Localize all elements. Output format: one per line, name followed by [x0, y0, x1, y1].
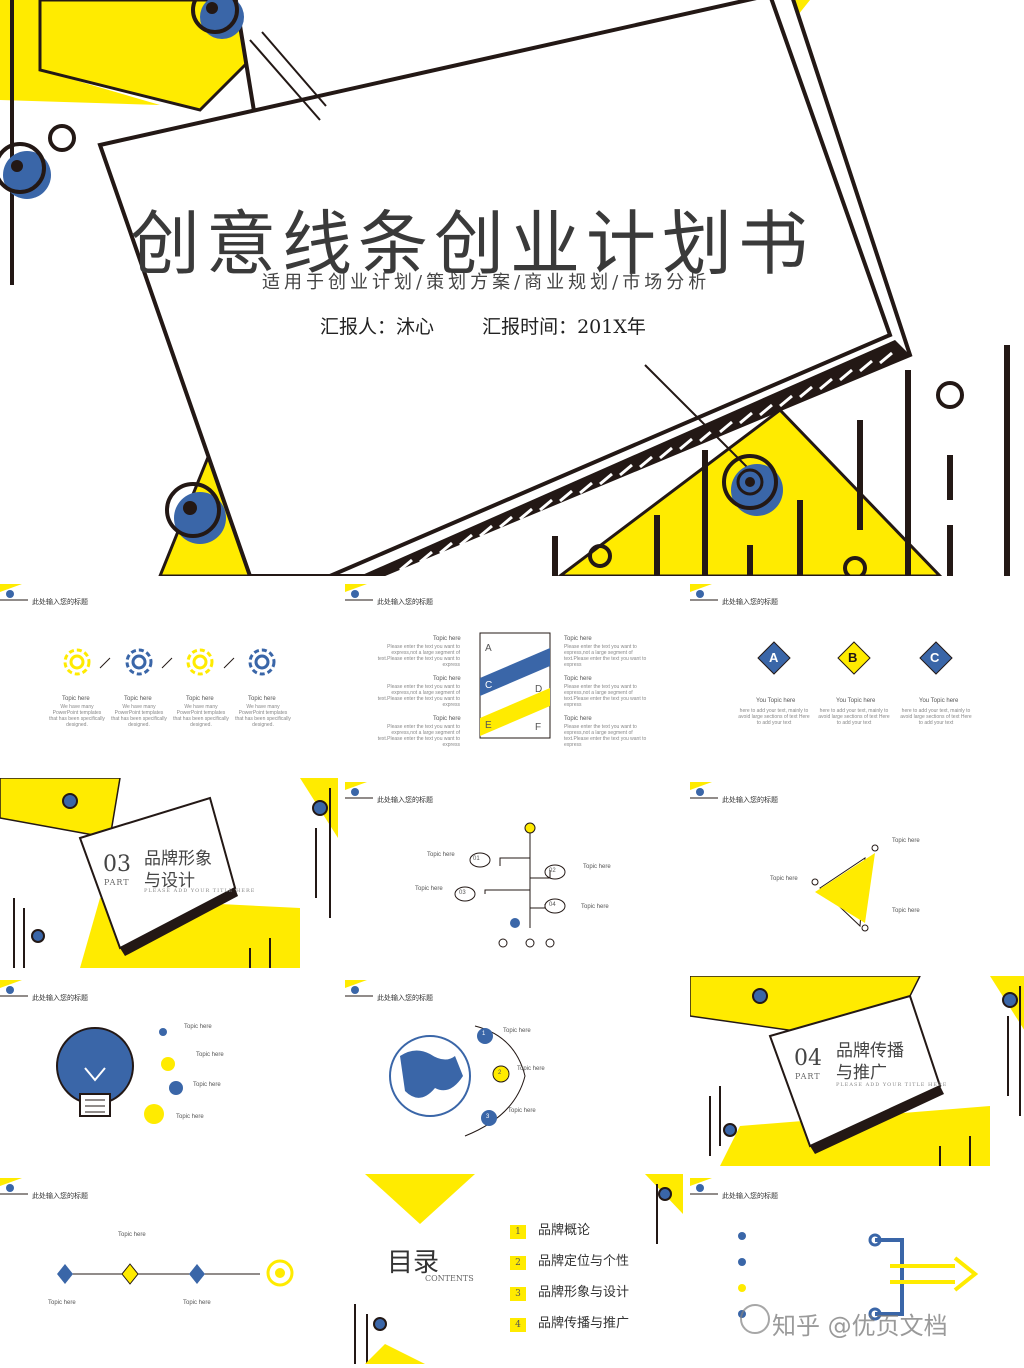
cover-report-time: 汇报时间：201X年 — [482, 316, 646, 338]
slide-header: 此处输入您的标题 — [377, 599, 433, 606]
gear-icon — [63, 648, 276, 676]
cover-subtitle: 适用于创业计划/策划方案/商业规划/市场分析 — [262, 272, 711, 293]
slide-thumbnail-grid: 此处输入您的标题 Topic here Topic here Topic her… — [0, 576, 1024, 1368]
slide-header: 此处输入您的标题 — [377, 797, 433, 804]
cover-title: 创意线条创业计划书 — [130, 203, 814, 285]
watermark: 知乎 @优页文档 — [772, 1312, 948, 1340]
slide-header: 此处输入您的标题 — [32, 995, 88, 1002]
slide-header: 此处输入您的标题 — [377, 995, 433, 1002]
cover-slide[interactable]: 创意线条创业计划书 适用于创业计划/策划方案/商业规划/市场分析 汇报人：沐心 … — [0, 0, 1024, 576]
slide-header: 此处输入您的标题 — [722, 599, 778, 606]
slide-thumb-section-04[interactable]: 04 PART 品牌传播与推广 PLEASE ADD YOUR TITLE HE… — [690, 976, 1024, 1166]
slide-header: 此处输入您的标题 — [32, 599, 88, 606]
slide-thumb-abc[interactable]: 此处输入您的标题 A B C D E F Topic here Topic he… — [345, 580, 683, 770]
slide-header: 此处输入您的标题 — [722, 797, 778, 804]
slide-thumb-diamonds[interactable]: 此处输入您的标题 A B C You Topic here You Topic … — [690, 580, 1024, 770]
slide-thumb-triangle[interactable]: 此处输入您的标题 Topic here Topic here Topic her… — [690, 778, 1024, 968]
slide-header: 此处输入您的标题 — [722, 1193, 778, 1200]
slide-thumb-globe[interactable]: 此处输入您的标题 1 2 3 Topic here Topic here Top… — [345, 976, 683, 1166]
slide-thumb-section-03[interactable]: 03 PART 品牌形象与设计 PLEASE ADD YOUR TITLE HE… — [0, 778, 338, 968]
slide-header: 此处输入您的标题 — [32, 1193, 88, 1200]
watermark-icon — [740, 1304, 770, 1334]
cover-decoration — [0, 0, 1010, 576]
cover-meta: 汇报人：沐心 汇报时间：201X年 — [320, 312, 688, 339]
toc-subtitle: CONTENTS — [425, 1274, 474, 1283]
slide-thumb-bulb[interactable]: 此处输入您的标题 Topic here Topic here Topic her… — [0, 976, 338, 1166]
slide-thumb-nodes[interactable]: 此处输入您的标题 01 02 03 04 Topic here Topic he… — [345, 778, 683, 968]
slide-thumb-timeline[interactable]: 此处输入您的标题 Topic here Topic here Topic her… — [0, 1174, 338, 1364]
cover-reporter: 汇报人：沐心 — [320, 316, 435, 338]
slide-thumb-gears[interactable]: 此处输入您的标题 Topic here Topic here Topic her… — [0, 580, 338, 770]
slide-thumb-arrow[interactable]: 此处输入您的标题 — [690, 1174, 1024, 1364]
toc-title: 目录 — [387, 1248, 440, 1278]
